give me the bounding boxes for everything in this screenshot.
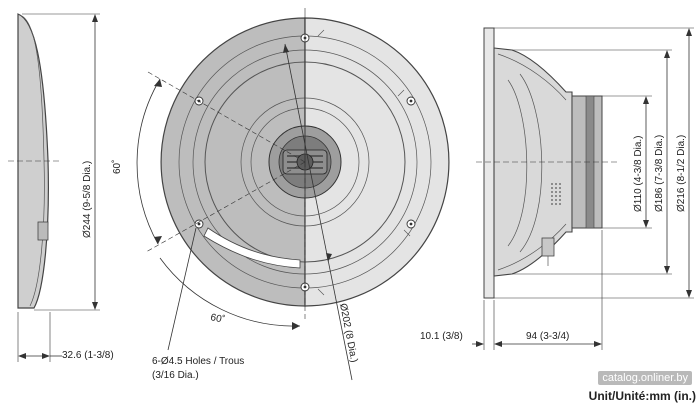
mounting-flange [483,27,495,299]
label-angle-60-left: 60˚ [111,160,123,174]
dimension-depth-32-6: 32.6 (1-3/8) [17,312,114,362]
arrow-up [92,14,98,22]
grille-left-half [160,17,306,307]
dimension-dia-186: Ø186 (7-3/8 Dia.) [512,49,672,275]
label-dia-244: Ø244 (9-5/8 Dia.) [82,161,93,238]
vent-dots [551,183,561,205]
unit-label: Unit/Unité:mm (in.) [588,389,696,403]
side-view-speaker [476,27,618,299]
frame-right-half [304,17,450,307]
terminal-connector [541,237,555,257]
label-dia-110: Ø110 (4-3/8 Dia.) [633,135,644,212]
dimension-depth-10-1: 10.1 (3/8) [420,300,502,350]
angle-construction [136,8,306,330]
label-dia-202: Ø202 (8 Dia.) [337,302,359,363]
label-dia-216: Ø216 (8-1/2 Dia.) [676,135,687,212]
label-depth-32-6: 32.6 (1-3/8) [62,350,114,361]
side-profile-grille [8,13,60,309]
label-depth-94: 94 (3-3/4) [526,331,569,342]
grille-clip [37,221,49,241]
dimension-dia-244: Ø244 (9-5/8 Dia.) [22,13,100,311]
holes-leader [167,227,197,351]
watermark: catalog.onliner.by [598,371,692,385]
label-dia-186: Ø186 (7-3/8 Dia.) [654,135,665,212]
arrow-down [92,302,98,310]
dimension-dia-110: Ø110 (4-3/8 Dia.) [602,95,652,229]
label-angle-60-bottom: 60˚ [209,311,226,326]
label-depth-10-1: 10.1 (3/8) [420,331,463,342]
label-holes-line2: (3/16 Dia.) [152,370,199,381]
front-view-speaker [136,8,450,381]
grille-strap [203,227,301,269]
dimension-dia-216: Ø216 (8-1/2 Dia.) [494,27,694,299]
label-holes-line1: 6-Ø4.5 Holes / Trous [152,356,244,367]
dimension-depth-94: 94 (3-3/4) [496,230,603,350]
dimension-dia-202 [283,43,353,381]
